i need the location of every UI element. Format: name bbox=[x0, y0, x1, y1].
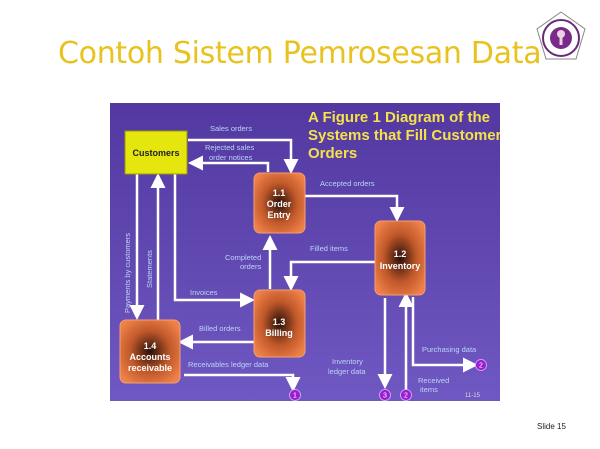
connector-2b: 2 bbox=[475, 359, 487, 371]
flow-filled-items: Filled items bbox=[310, 244, 348, 253]
process-inventory: 1.2 Inventory bbox=[374, 220, 426, 296]
arrow-rejected-notices bbox=[188, 155, 270, 172]
ar-label-1: Accounts bbox=[129, 352, 170, 362]
flow-accepted-orders: Accepted orders bbox=[320, 179, 375, 188]
svg-text:2: 2 bbox=[479, 363, 483, 370]
order-entry-number: 1.1 bbox=[273, 188, 286, 198]
diagram-title-line-3: Orders bbox=[308, 145, 357, 162]
connector-1: 1 bbox=[289, 389, 301, 401]
flow-payments: Payments by customers bbox=[123, 233, 132, 313]
flow-completed-1: Completed bbox=[225, 253, 261, 262]
arrow-filled-items bbox=[283, 260, 375, 291]
flow-inventory-ledger-2: ledger data bbox=[328, 367, 366, 376]
billing-number: 1.3 bbox=[273, 317, 286, 327]
flow-rejected-2: order notices bbox=[209, 153, 253, 162]
flow-billed-orders: Billed orders bbox=[199, 324, 241, 333]
slide-number: Slide 15 bbox=[537, 422, 566, 431]
flow-purchasing-data: Purchasing data bbox=[422, 345, 477, 354]
flow-invoices: Invoices bbox=[190, 288, 218, 297]
diagram-title-line-1: A Figure 1 Diagram of the bbox=[308, 109, 490, 126]
customers-label: Customers bbox=[132, 148, 179, 158]
order-entry-label-2: Entry bbox=[267, 210, 290, 220]
slide-title: Contoh Sistem Pemrosesan Data bbox=[58, 36, 542, 71]
flow-diagram: A Figure 1 Diagram of the Systems that F… bbox=[110, 103, 500, 401]
arrow-invoices bbox=[173, 173, 255, 308]
arrow-sales-orders bbox=[188, 138, 299, 174]
customers-entity bbox=[124, 130, 188, 175]
flow-receivables-ledger: Receivables ledger data bbox=[188, 360, 269, 369]
billing-label: Billing bbox=[265, 328, 293, 338]
svg-text:2: 2 bbox=[404, 393, 408, 400]
flow-received-items-2: items bbox=[420, 385, 438, 394]
diagram-page-ref: 11-15 bbox=[465, 393, 481, 399]
order-entry-label-1: Order bbox=[267, 199, 292, 209]
connector-3: 3 bbox=[379, 389, 391, 401]
diagram-title-line-2: Systems that Fill Customer bbox=[308, 127, 500, 144]
svg-text:3: 3 bbox=[383, 393, 387, 400]
inventory-number: 1.2 bbox=[394, 249, 407, 259]
flow-statements: Statements bbox=[145, 250, 154, 288]
process-billing: 1.3 Billing bbox=[253, 289, 306, 358]
arrow-accepted-orders bbox=[305, 194, 405, 222]
process-order-entry: 1.1 Order Entry bbox=[253, 172, 306, 234]
ar-label-2: receivable bbox=[128, 363, 172, 373]
process-accounts-receivable: 1.4 Accounts receivable bbox=[119, 319, 181, 384]
university-seal-logo bbox=[534, 10, 588, 64]
flow-inventory-ledger-1: Inventory bbox=[332, 357, 363, 366]
flow-sales-orders: Sales orders bbox=[210, 124, 252, 133]
inventory-label: Inventory bbox=[380, 261, 421, 271]
connector-2a: 2 bbox=[400, 389, 412, 401]
arrow-purchasing-data bbox=[411, 297, 478, 373]
flow-completed-2: orders bbox=[240, 262, 262, 271]
arrow-receivables-ledger bbox=[184, 373, 301, 392]
flow-rejected-1: Rejected sales bbox=[205, 143, 254, 152]
flow-received-items-1: Received bbox=[418, 376, 449, 385]
svg-text:1: 1 bbox=[293, 393, 297, 400]
ar-number: 1.4 bbox=[144, 341, 157, 351]
